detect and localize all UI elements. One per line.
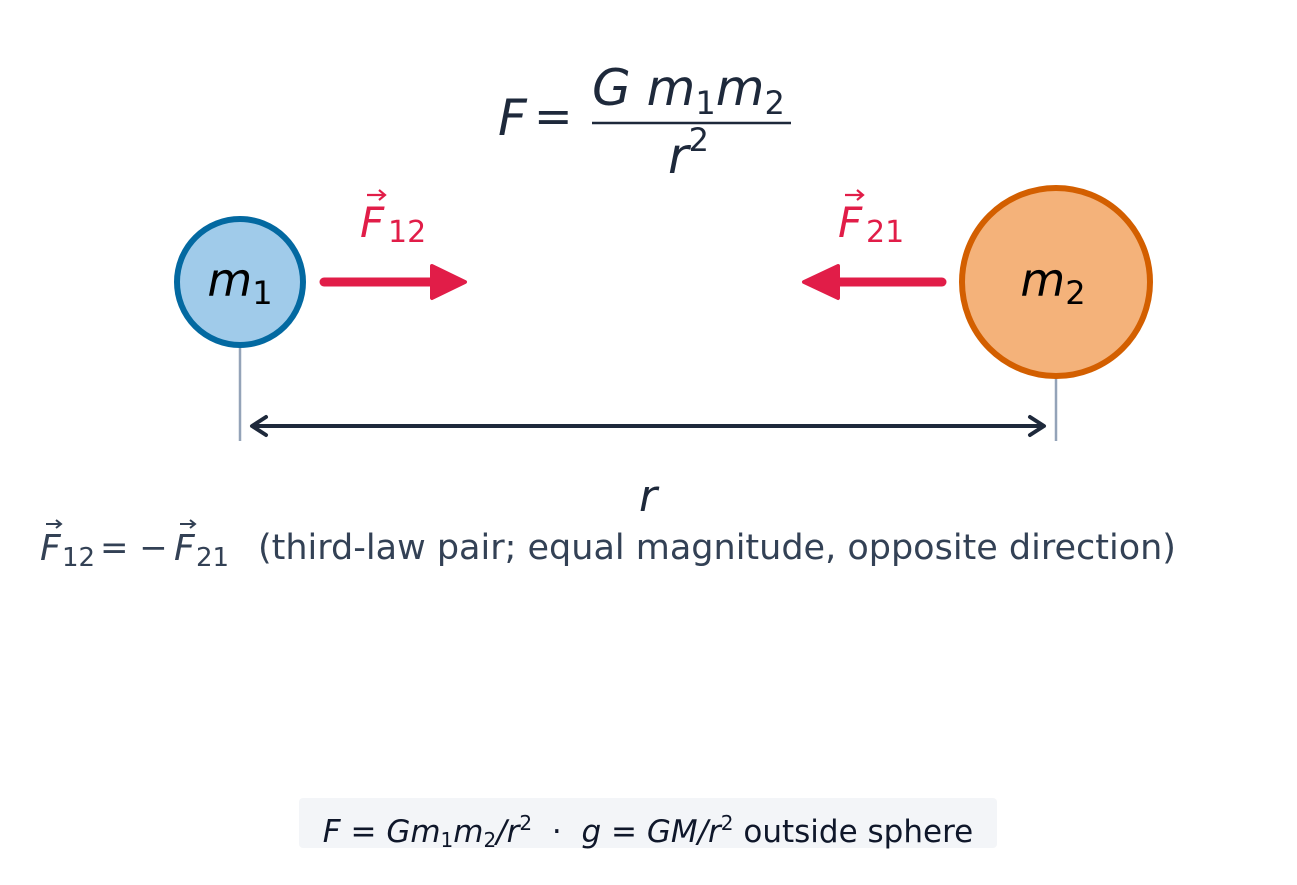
force12-subscript: 12	[388, 215, 426, 250]
third-law-lhs-sub: 12	[62, 543, 95, 573]
formula-lhs: F	[498, 89, 528, 147]
distance-arrow	[250, 415, 1046, 437]
third-law-rhs-sub: 21	[196, 543, 229, 573]
force12-arrow	[319, 264, 467, 300]
formula-equals: =	[534, 89, 573, 143]
mass2-body: m2	[959, 185, 1153, 379]
force12-vector-icon	[367, 189, 387, 201]
force12-symbol: F	[360, 198, 385, 247]
mass2-label: m2	[1020, 253, 1085, 312]
mass1-circle	[174, 216, 306, 348]
caption-box	[299, 798, 997, 848]
force21-head	[802, 264, 840, 300]
force21-label: F 21	[838, 189, 904, 250]
distance-arrow-right-head	[1028, 415, 1046, 437]
formula-numerator: G m1m2	[592, 59, 785, 122]
mass1-body: m1	[174, 216, 306, 348]
mass1-label: m1	[207, 253, 272, 312]
force21-vector-icon	[845, 189, 865, 201]
force21-symbol: F	[838, 198, 863, 247]
third-law-rhs-vector-icon	[180, 519, 197, 529]
distance-arrow-left-head	[250, 415, 268, 437]
force12-head	[430, 264, 467, 300]
force21-subscript: 21	[866, 215, 904, 250]
third-law-statement: F 12 = − F 21 (third-law pair; equal mag…	[40, 519, 1176, 573]
force21-arrow	[802, 264, 947, 300]
third-law-rhs-symbol: F	[174, 528, 196, 569]
gravitation-formula: F = G m1m2 r2	[498, 59, 791, 185]
third-law-equals-minus: = −	[100, 528, 168, 568]
force12-label: F 12	[360, 189, 426, 250]
third-law-lhs-symbol: F	[40, 528, 62, 569]
caption: F = Gm1m2/r2 · g = GM/r2 outside sphere	[322, 811, 974, 852]
third-law-lhs-vector-icon	[46, 519, 63, 529]
third-law-note: (third-law pair; equal magnitude, opposi…	[258, 528, 1176, 568]
mass2-circle	[959, 185, 1153, 379]
distance-label: r	[639, 471, 660, 522]
formula-denominator: r2	[668, 121, 709, 185]
